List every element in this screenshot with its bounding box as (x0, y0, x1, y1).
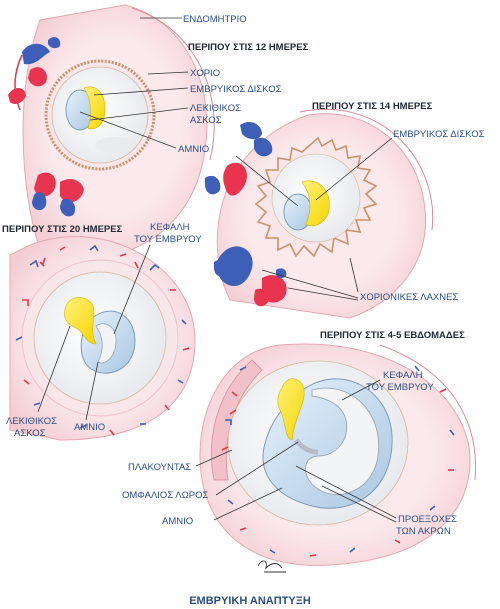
leader-lines-1 (79, 17, 189, 149)
label-embryo-head-3b: ΤΟΥ ΕΜΒΡΥΟΥ (134, 234, 202, 245)
label-embryo-head-3a: ΚΕΦΑΛΗ (150, 222, 190, 233)
embryonic-disc-2 (301, 180, 330, 227)
yolk-sac-3 (64, 297, 97, 345)
label-yolk-sac-3b: ΑΣΚΟΣ (14, 428, 46, 439)
label-endometrium: ΕΝΔΟΜΗΤΡΙΟ (183, 14, 247, 25)
endometrium-outline-2 (299, 108, 434, 231)
label-amnion-1: ΑΜΝΙΟ (178, 144, 209, 155)
label-placenta: ΠΛΑΚΟΥΝΤΑΣ (128, 462, 191, 473)
label-chorion: ΧΟΡΙΟ (190, 68, 220, 79)
placenta-4 (211, 359, 263, 481)
label-yolk-sac-1a: ΛΕΚΙΘΙΚΟΣ (190, 103, 241, 114)
stage-4-5-weeks: ΠΕΡΙΠΟΥ ΣΤΙΣ 4-5 ΕΒΔΟΜΑΔΕΣ ΚΕΦΑΛΗ ΤΟΥ ΕΜ… (122, 330, 477, 566)
label-amnion-3: ΑΜΝΙΟ (74, 422, 105, 433)
label-amnion-4: ΑΜΝΙΟ (162, 516, 193, 527)
embryo-body-3 (95, 323, 117, 364)
endometrium-outline-4 (379, 344, 477, 481)
maternal-vessels-1 (8, 37, 84, 217)
stage-12-days: ΕΝΔΟΜΗΤΡΙΟ ΠΕΡΙΠΟΥ ΣΤΙΣ 12 ΗΜΕΡΕΣ ΧΟΡΙΟ … (8, 4, 309, 251)
yolk-sac-4 (277, 378, 305, 441)
embryo-body-4 (305, 387, 380, 495)
label-embryo-head-4b: ΤΟΥ ΕΜΒΡΥΟΥ (366, 382, 434, 393)
label-umbilical-cord: ΟΜΦΑΛΙΟΣ ΛΩΡΟΣ (122, 490, 208, 501)
stage-14-days: ΠΕΡΙΠΟΥ ΣΤΙΣ 14 ΗΜΕΡΕΣ ΕΜΒΡΥΙΚΟΣ ΔΙΣΚΟΣ … (205, 101, 485, 319)
stage-20-days: ΠΕΡΙΠΟΥ ΣΤΙΣ 20 ΗΜΕΡΕΣ ΚΕΦΑΛΗ ΤΟΥ ΕΜΒΡΥΟ… (2, 222, 202, 441)
wall-vessels-3 (15, 244, 190, 436)
leader-lines-4 (195, 379, 397, 523)
label-embryo-head-4a: ΚΕΦΑΛΗ (383, 370, 423, 381)
heading-20-days: ΠΕΡΙΠΟΥ ΣΤΙΣ 20 ΗΜΕΡΕΣ (2, 224, 123, 235)
label-yolk-sac-3a: ΛΕΚΙΘΙΚΟΣ (6, 416, 57, 427)
label-embryonic-disc-1: ΕΜΒΡΥΙΚΟΣ ΔΙΣΚΟΣ (190, 84, 282, 95)
leader-lines-3 (37, 244, 151, 421)
wall-vessels-4 (221, 365, 455, 557)
maternal-vessels-2 (205, 121, 287, 307)
heading-12-days: ΠΕΡΙΠΟΥ ΣΤΙΣ 12 ΗΜΕΡΕΣ (188, 42, 309, 53)
heading-4-5-weeks: ΠΕΡΙΠΟΥ ΣΤΙΣ 4-5 ΕΒΔΟΜΑΔΕΣ (320, 330, 465, 341)
label-yolk-sac-1b: ΑΣΚΟΣ (190, 115, 222, 126)
figure-title: ΕΜΒΡΥΙΚΗ ΑΝΑΠΤΥΞΗ (189, 595, 311, 607)
label-chorionic-villi: ΧΟΡΙΟΝΙΚΕΣ ΛΑΧΝΕΣ (360, 292, 458, 303)
leader-lines-2 (235, 137, 393, 301)
label-limb-buds-a: ΠΡΟΕΞΟΧΕΣ (398, 514, 457, 525)
heading-14-days: ΠΕΡΙΠΟΥ ΣΤΙΣ 14 ΗΜΕΡΕΣ (312, 101, 433, 112)
artist-signature (257, 560, 286, 573)
label-limb-buds-b: ΤΩΝ ΑΚΡΩΝ (396, 526, 451, 537)
label-embryonic-disc-2: ΕΜΒΡΥΙΚΟΣ ΔΙΣΚΟΣ (393, 129, 485, 140)
cavity-cells-1 (95, 137, 135, 153)
